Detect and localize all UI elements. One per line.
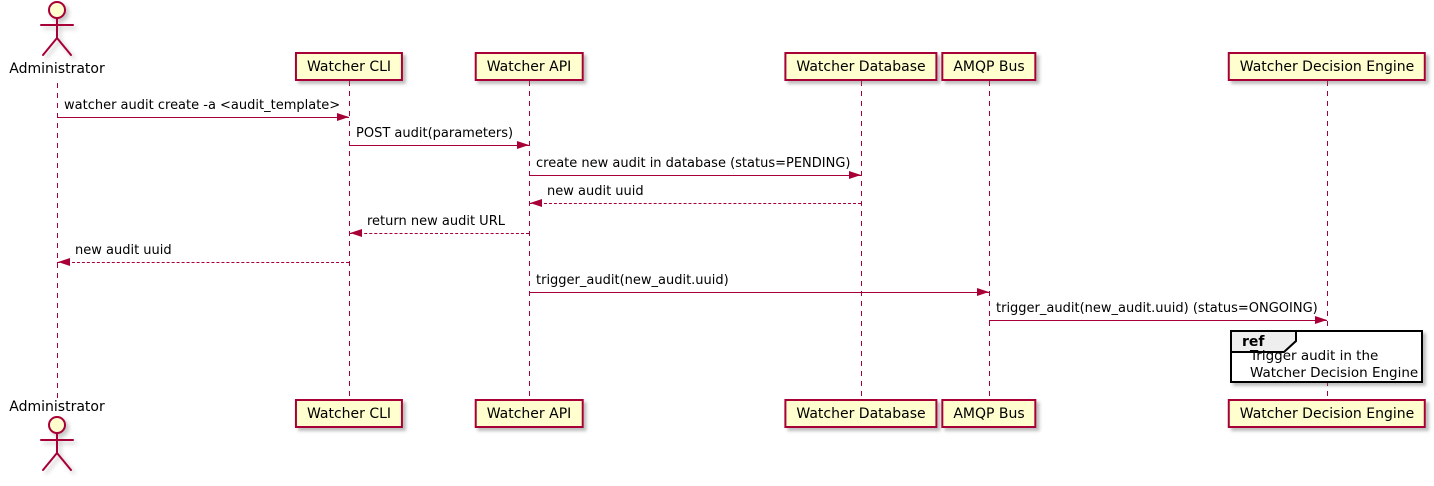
arrowhead-icon: [350, 229, 362, 237]
participant-label: Watcher Database: [796, 58, 926, 75]
participant-label: Watcher Database: [796, 405, 926, 422]
arrowhead-icon: [58, 258, 70, 266]
participant-box-amqp-bus: AMQP Bus: [941, 399, 1037, 428]
ref-fragment: ref Trigger audit in the Watcher Decisio…: [1230, 330, 1423, 383]
actor-label-administrator: Administrator: [9, 61, 105, 77]
message-line: [989, 320, 1327, 321]
participant-label: Watcher API: [486, 58, 572, 75]
arrowhead-icon: [977, 288, 989, 296]
participant-label: Watcher CLI: [306, 405, 392, 422]
ref-keyword: ref: [1242, 334, 1265, 350]
participant-label: Watcher Decision Engine: [1239, 405, 1415, 422]
lifeline-watcher-api: [529, 81, 530, 399]
participant-box-watcher-cli: Watcher CLI: [294, 52, 404, 81]
lifeline-watcher-cli: [349, 81, 350, 399]
ref-line: Trigger audit in the: [1250, 348, 1379, 364]
message-label: trigger_audit(new_audit.uuid) (status=ON…: [996, 301, 1318, 316]
message-line: [57, 117, 349, 118]
arrowhead-icon: [849, 171, 861, 179]
participant-label: AMQP Bus: [953, 58, 1025, 75]
message-label: create new audit in database (status=PEN…: [536, 156, 851, 171]
arrowhead-icon: [517, 141, 529, 149]
ref-tab-icon: [1230, 330, 1297, 353]
lifeline-administrator: [57, 83, 58, 400]
participant-box-watcher-decision-engine: Watcher Decision Engine: [1227, 399, 1427, 428]
participant-label: Watcher Decision Engine: [1239, 58, 1415, 75]
participant-box-amqp-bus: AMQP Bus: [941, 52, 1037, 81]
participant-box-watcher-database: Watcher Database: [784, 399, 938, 428]
message-label: new audit uuid: [75, 243, 172, 258]
lifeline-amqp-bus: [989, 81, 990, 399]
arrowhead-icon: [1315, 316, 1327, 324]
participant-box-watcher-decision-engine: Watcher Decision Engine: [1227, 52, 1427, 81]
message-label: watcher audit create -a <audit_template>: [64, 98, 341, 113]
participant-box-watcher-database: Watcher Database: [784, 52, 938, 81]
lifeline-watcher-database: [861, 81, 862, 399]
message-line: [349, 233, 529, 234]
participant-label: Watcher API: [486, 405, 572, 422]
message-label: trigger_audit(new_audit.uuid): [536, 273, 729, 288]
arrowhead-icon: [530, 199, 542, 207]
message-line: [529, 203, 861, 204]
actor-label-administrator: Administrator: [9, 399, 105, 415]
message-label: POST audit(parameters): [356, 126, 514, 141]
participant-box-watcher-api: Watcher API: [474, 52, 584, 81]
message-line: [529, 292, 989, 293]
ref-content: Trigger audit in the Watcher Decision En…: [1250, 348, 1418, 382]
ref-line: Watcher Decision Engine: [1250, 365, 1419, 381]
message-line: [57, 262, 349, 263]
participant-box-watcher-api: Watcher API: [474, 399, 584, 428]
participant-label: Watcher CLI: [306, 58, 392, 75]
message-line: [349, 145, 529, 146]
message-line: [529, 175, 861, 176]
actor-icon: [40, 1, 74, 56]
message-label: return new audit URL: [367, 214, 505, 229]
participant-box-watcher-cli: Watcher CLI: [294, 399, 404, 428]
arrowhead-icon: [337, 113, 349, 121]
ref-tab-shape: [1230, 330, 1297, 353]
participant-label: AMQP Bus: [953, 405, 1025, 422]
message-label: new audit uuid: [547, 184, 644, 199]
lifeline-watcher-decision-engine: [1327, 81, 1328, 399]
actor-icon: [40, 416, 74, 471]
